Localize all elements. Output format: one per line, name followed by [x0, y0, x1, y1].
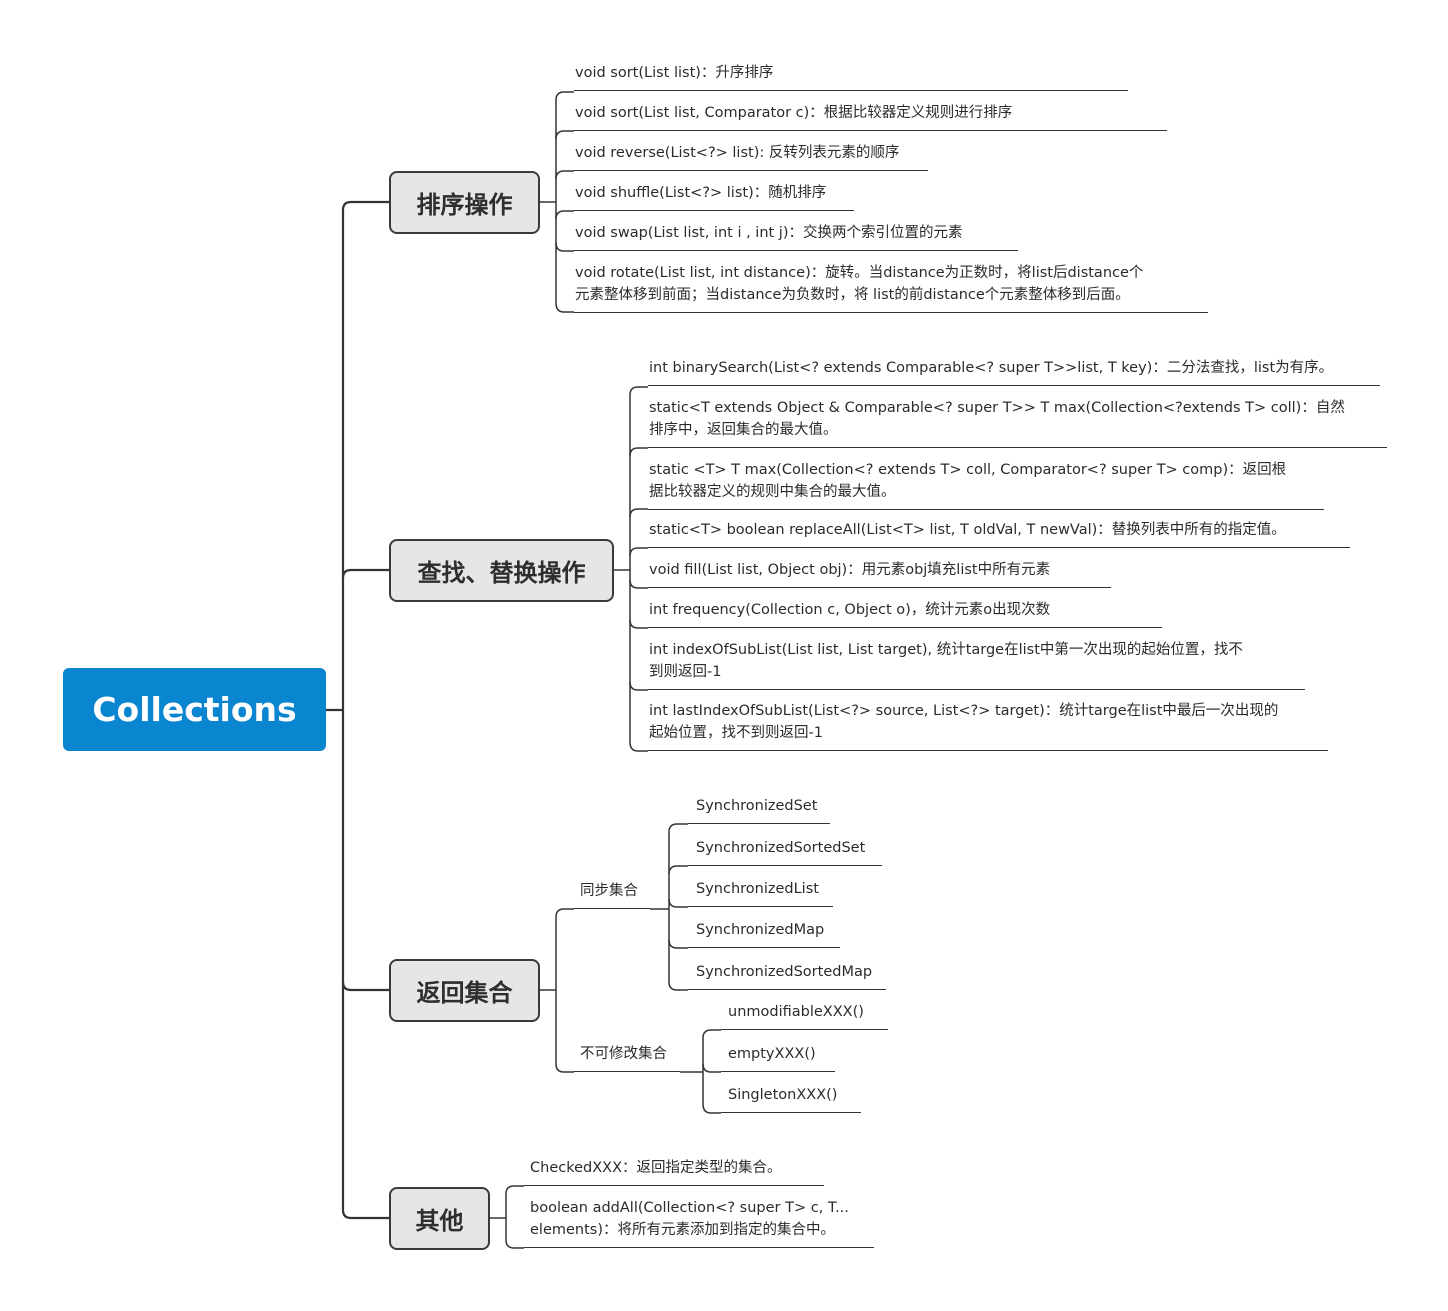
sort-item[interactable]: void reverse(List<?> list): 反转列表元素的顺序: [574, 142, 928, 171]
search-item[interactable]: static <T> T max(Collection<? extends T>…: [648, 459, 1324, 510]
search-item[interactable]: void fill(List list, Object obj)：用元素obj填…: [648, 559, 1111, 588]
sync-item[interactable]: SynchronizedSortedMap: [688, 961, 886, 990]
sort-item[interactable]: void rotate(List list, int distance)：旋转。…: [574, 262, 1208, 313]
sort-item[interactable]: void shuffle(List<?> list)：随机排序: [574, 182, 854, 211]
branch-other[interactable]: 其他: [389, 1187, 490, 1250]
root-node[interactable]: Collections: [63, 668, 326, 751]
branch-return-collections[interactable]: 返回集合: [389, 959, 540, 1022]
sync-item[interactable]: SynchronizedMap: [688, 919, 840, 948]
sort-item[interactable]: void swap(List list, int i , int j)：交换两个…: [574, 222, 1018, 251]
search-item[interactable]: static<T extends Object & Comparable<? s…: [648, 397, 1387, 448]
search-item[interactable]: static<T> boolean replaceAll(List<T> lis…: [648, 519, 1350, 548]
sort-item[interactable]: void sort(List list, Comparator c)：根据比较器…: [574, 102, 1167, 131]
search-item[interactable]: int frequency(Collection c, Object o)，统计…: [648, 599, 1162, 628]
group-synchronized[interactable]: 同步集合: [574, 880, 650, 909]
sync-item[interactable]: SynchronizedList: [688, 878, 833, 907]
search-item[interactable]: int indexOfSubList(List list, List targe…: [648, 639, 1305, 690]
sort-item[interactable]: void sort(List list)：升序排序: [574, 62, 1128, 91]
other-item[interactable]: CheckedXXX：返回指定类型的集合。: [524, 1157, 824, 1186]
sync-item[interactable]: SynchronizedSet: [688, 795, 830, 824]
search-item[interactable]: int lastIndexOfSubList(List<?> source, L…: [648, 700, 1328, 751]
unmodifiable-item[interactable]: unmodifiableXXX(): [721, 1001, 888, 1030]
sync-item[interactable]: SynchronizedSortedSet: [688, 837, 882, 866]
unmodifiable-item[interactable]: SingletonXXX(): [721, 1084, 861, 1113]
search-item[interactable]: int binarySearch(List<? extends Comparab…: [648, 357, 1380, 386]
root-label: Collections: [92, 690, 297, 729]
branch-search-replace[interactable]: 查找、替换操作: [389, 539, 614, 602]
group-unmodifiable[interactable]: 不可修改集合: [574, 1043, 680, 1072]
unmodifiable-item[interactable]: emptyXXX(): [721, 1043, 835, 1072]
branch-sort[interactable]: 排序操作: [389, 171, 540, 234]
other-item[interactable]: boolean addAll(Collection<? super T> c, …: [524, 1197, 874, 1248]
